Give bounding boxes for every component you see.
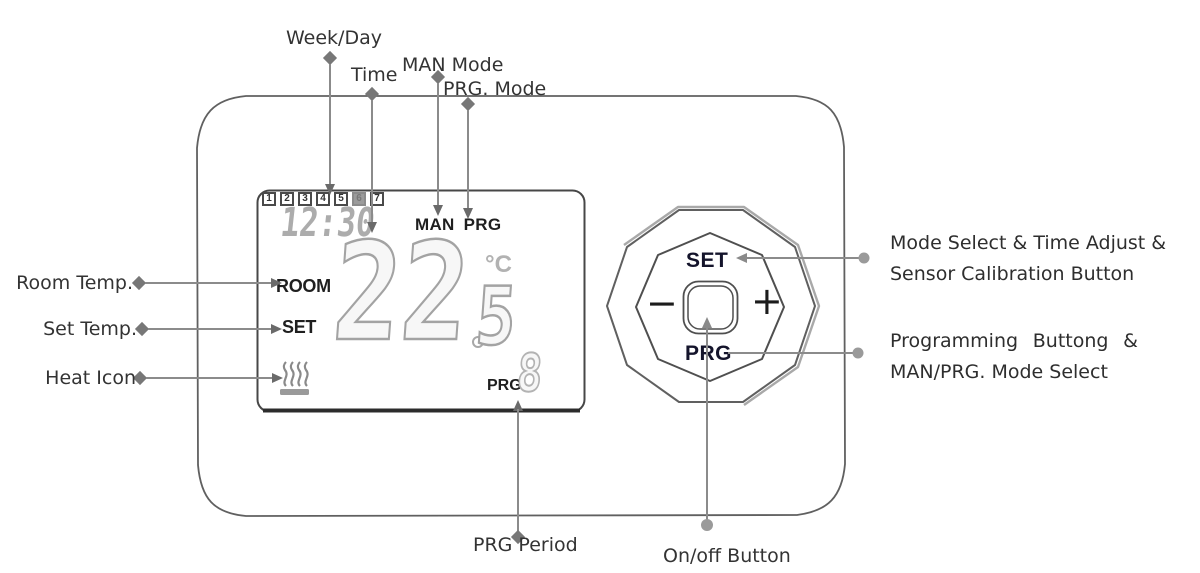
lcd-display: 1 2 3 4 5 6 7 12:30 MAN PRG ROOM SET 22 … xyxy=(257,190,585,412)
device-outline xyxy=(196,95,846,517)
prg-button-description-line1: Programming Buttong & xyxy=(890,330,1138,352)
prg-button-description-line2: MAN/PRG. Mode Select xyxy=(890,361,1108,383)
time-label: Time xyxy=(351,64,398,86)
dial-set-button: SET xyxy=(686,249,729,272)
man-indicator: MAN xyxy=(415,215,455,234)
prg-period-label: PRG Period xyxy=(473,534,578,556)
set-temp-connector xyxy=(134,321,282,337)
heat-icon-connector xyxy=(132,370,283,386)
prg-period-connector xyxy=(510,400,526,545)
prg-button-connector xyxy=(728,347,864,359)
prg-period-indicator: PRG xyxy=(487,377,522,394)
room-indicator: ROOM xyxy=(276,276,331,296)
week-day-connector xyxy=(322,50,338,195)
set-indicator: SET xyxy=(282,317,317,337)
dial-inner-ring xyxy=(635,232,785,382)
room-temp-label: Room Temp. xyxy=(16,272,133,294)
prg-mode-connector xyxy=(460,96,476,219)
day-box-1: 1 xyxy=(262,192,276,206)
onoff-connector xyxy=(701,317,713,531)
dial-shade-line xyxy=(623,205,821,406)
temperature-decimal-point xyxy=(472,336,484,348)
dial-outer-ring xyxy=(606,209,816,403)
dial-prg-button: PRG xyxy=(685,342,733,365)
man-mode-connector xyxy=(430,69,446,216)
mode-indicators: MAN PRG xyxy=(415,215,501,235)
set-button-connector xyxy=(736,252,870,264)
heat-icon xyxy=(280,361,309,395)
room-temp-connector xyxy=(131,275,282,291)
week-day-label: Week/Day xyxy=(286,27,382,49)
week-day-row: 1 2 3 4 5 6 7 xyxy=(262,192,384,206)
set-button-description-line2: Sensor Calibration Button xyxy=(890,263,1135,285)
time-connector xyxy=(364,86,380,233)
temperature-unit: °C xyxy=(485,251,512,278)
prg-button-description: Programming Buttong & MAN/PRG. Mode Sele… xyxy=(890,326,1138,388)
set-button-description-line1: Mode Select & Time Adjust & xyxy=(890,232,1167,254)
day-box-3: 3 xyxy=(298,192,312,206)
heat-icon-label: Heat Icon xyxy=(45,367,136,389)
onoff-center-button xyxy=(682,280,739,335)
prg-mode-label: PRG. Mode xyxy=(443,78,547,100)
day-box-4: 4 xyxy=(316,192,330,206)
dial-plus-button: + xyxy=(751,279,783,323)
set-temp-label: Set Temp. xyxy=(43,318,137,340)
prg-indicator: PRG xyxy=(463,215,502,234)
onoff-button-label: On/off Button xyxy=(663,545,791,567)
dial-minus-button: − xyxy=(646,281,678,325)
day-box-2: 2 xyxy=(280,192,294,206)
day-box-6-active: 6 xyxy=(352,192,366,206)
man-mode-label: MAN Mode xyxy=(402,54,504,76)
onoff-center-button-inner xyxy=(687,285,734,330)
day-box-5: 5 xyxy=(334,192,348,206)
set-button-description: Mode Select & Time Adjust & Sensor Calib… xyxy=(890,228,1166,290)
day-box-7: 7 xyxy=(370,192,384,206)
